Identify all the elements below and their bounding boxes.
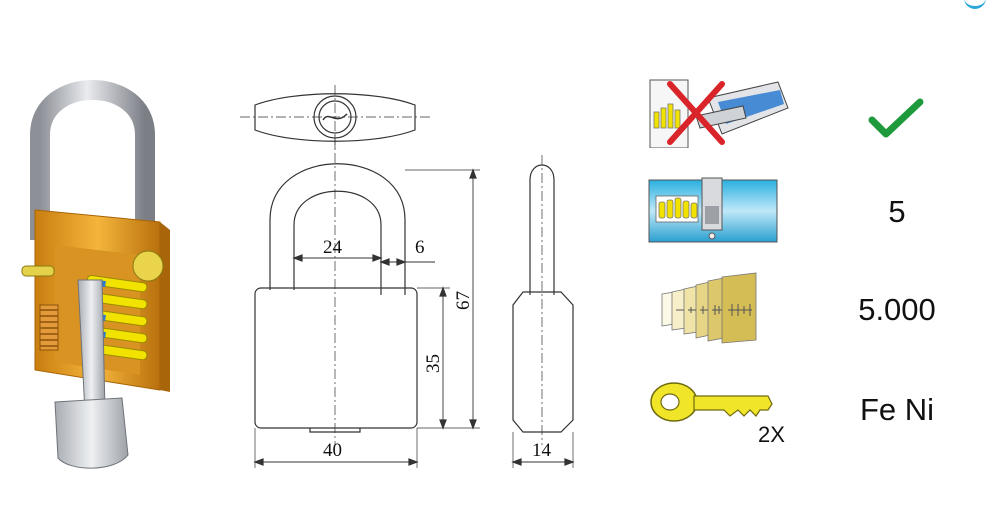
material-value: Fe Ni	[859, 392, 935, 427]
dim-shackle-diameter: 6	[415, 237, 425, 258]
shackle-outline	[269, 163, 406, 295]
dim-shackle-inner-width: 24	[323, 237, 343, 258]
key-differs-value: 5.000	[858, 292, 936, 327]
dim-body-width: 40	[323, 440, 342, 461]
anti-shim-shackle-icon	[649, 79, 789, 148]
checkmark-icon	[868, 98, 924, 138]
padlock-cutaway-illustration	[21, 80, 170, 469]
dim-body-depth: 14	[532, 440, 552, 461]
side-view-body	[512, 291, 574, 433]
dim-body-height: 35	[423, 354, 444, 373]
key-icon: 2X	[650, 382, 785, 447]
corner-decoration	[964, 0, 986, 9]
key-differs-icon	[661, 272, 757, 344]
dim-total-height: 67	[453, 291, 474, 310]
key-count-label: 2X	[758, 422, 785, 447]
pin-tumbler-cylinder-icon	[648, 177, 778, 243]
padlock-technical-drawing: 24 6 67 35 40 14	[240, 85, 575, 468]
top-view-outline	[254, 93, 416, 142]
pin-count-value: 5	[888, 194, 906, 229]
body-outline	[254, 287, 418, 429]
